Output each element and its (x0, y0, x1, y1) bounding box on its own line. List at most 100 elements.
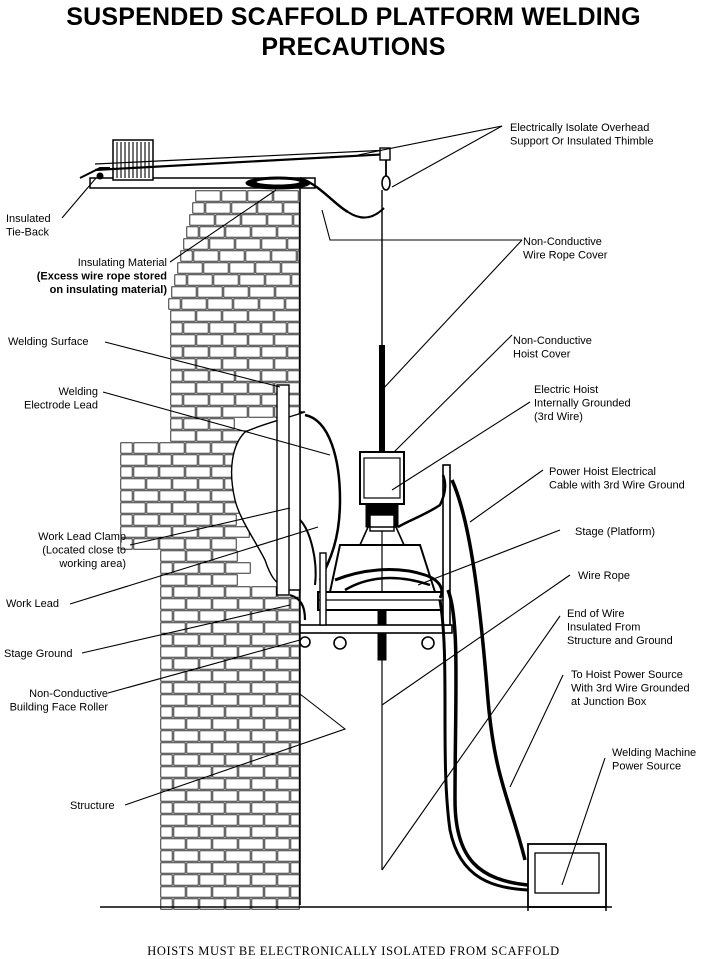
brick (212, 790, 238, 802)
label-line: Welding Machine (612, 747, 696, 759)
brick (120, 490, 133, 502)
label-line: Tie-Back (6, 227, 49, 239)
brick (225, 826, 251, 838)
brick (219, 250, 245, 262)
brick (235, 370, 261, 382)
brick (239, 274, 265, 286)
brick (290, 862, 300, 874)
brick (290, 622, 300, 634)
brick (255, 262, 281, 274)
label-wire-rope: Wire Rope (578, 570, 630, 582)
brick (160, 730, 173, 742)
brick (199, 802, 225, 814)
brick (185, 538, 211, 550)
brick (212, 646, 238, 658)
brick (221, 190, 247, 202)
brick (199, 682, 225, 694)
brick (264, 814, 290, 826)
brick (120, 478, 146, 490)
brick (199, 730, 225, 742)
brick (170, 322, 183, 334)
brick (225, 706, 251, 718)
label-line: (3rd Wire) (534, 411, 583, 423)
brick (160, 742, 186, 754)
brick (264, 886, 290, 898)
label-line: Building Face Roller (10, 702, 109, 714)
brick (160, 754, 173, 766)
brick (225, 586, 251, 598)
brick (235, 346, 261, 358)
brick (160, 634, 173, 646)
brick (170, 382, 196, 394)
brick (170, 358, 196, 370)
brick (173, 610, 199, 622)
brick (160, 574, 186, 586)
label-line: Hoist Cover (513, 349, 571, 361)
brick (180, 250, 193, 262)
brick (198, 478, 224, 490)
brick (196, 334, 222, 346)
electric-hoist (359, 451, 405, 532)
brick (225, 850, 251, 862)
label-line: Power Source (612, 761, 681, 773)
brick (160, 598, 186, 610)
brick (264, 622, 290, 634)
brick (172, 454, 198, 466)
brick (133, 514, 159, 526)
brick (160, 658, 173, 670)
brick (277, 802, 300, 814)
brick (251, 226, 277, 238)
brick (177, 262, 203, 274)
brick (291, 274, 300, 286)
brick (251, 826, 277, 838)
brick (238, 814, 264, 826)
brick (212, 670, 238, 682)
brick (267, 214, 293, 226)
brick (251, 730, 277, 742)
brick (199, 226, 225, 238)
brick (251, 850, 277, 862)
brick (290, 742, 300, 754)
brick (199, 610, 225, 622)
label-line: Wire Rope Cover (523, 250, 608, 262)
brick (173, 586, 199, 598)
brick-wall (120, 190, 300, 910)
brick (203, 262, 229, 274)
brick (248, 406, 274, 418)
brick (293, 214, 300, 226)
brick (193, 250, 219, 262)
brick (160, 706, 173, 718)
brick (261, 322, 287, 334)
brick (245, 250, 271, 262)
brick (160, 670, 186, 682)
brick (225, 778, 251, 790)
label-line: Power Hoist Electrical (549, 466, 656, 478)
brick (173, 730, 199, 742)
brick (275, 286, 300, 298)
label-line: Support Or Insulated Thimble (510, 136, 653, 148)
brick (290, 598, 300, 610)
brick (197, 286, 223, 298)
brick (159, 538, 185, 550)
brick (209, 346, 235, 358)
brick (160, 718, 186, 730)
brick (209, 370, 235, 382)
brick (233, 298, 259, 310)
brick (199, 706, 225, 718)
brick (215, 214, 241, 226)
title-line-2: PRECAUTIONS (261, 33, 446, 61)
brick (186, 598, 212, 610)
brick (251, 874, 277, 886)
brick (249, 286, 275, 298)
brick (133, 538, 159, 550)
brick (212, 814, 238, 826)
brick (159, 514, 185, 526)
brick (186, 622, 212, 634)
label-line: Stage (Platform) (575, 526, 655, 538)
brick (223, 286, 249, 298)
brick (186, 742, 212, 754)
brick (146, 502, 172, 514)
label-line: Non-Conductive (513, 335, 592, 347)
